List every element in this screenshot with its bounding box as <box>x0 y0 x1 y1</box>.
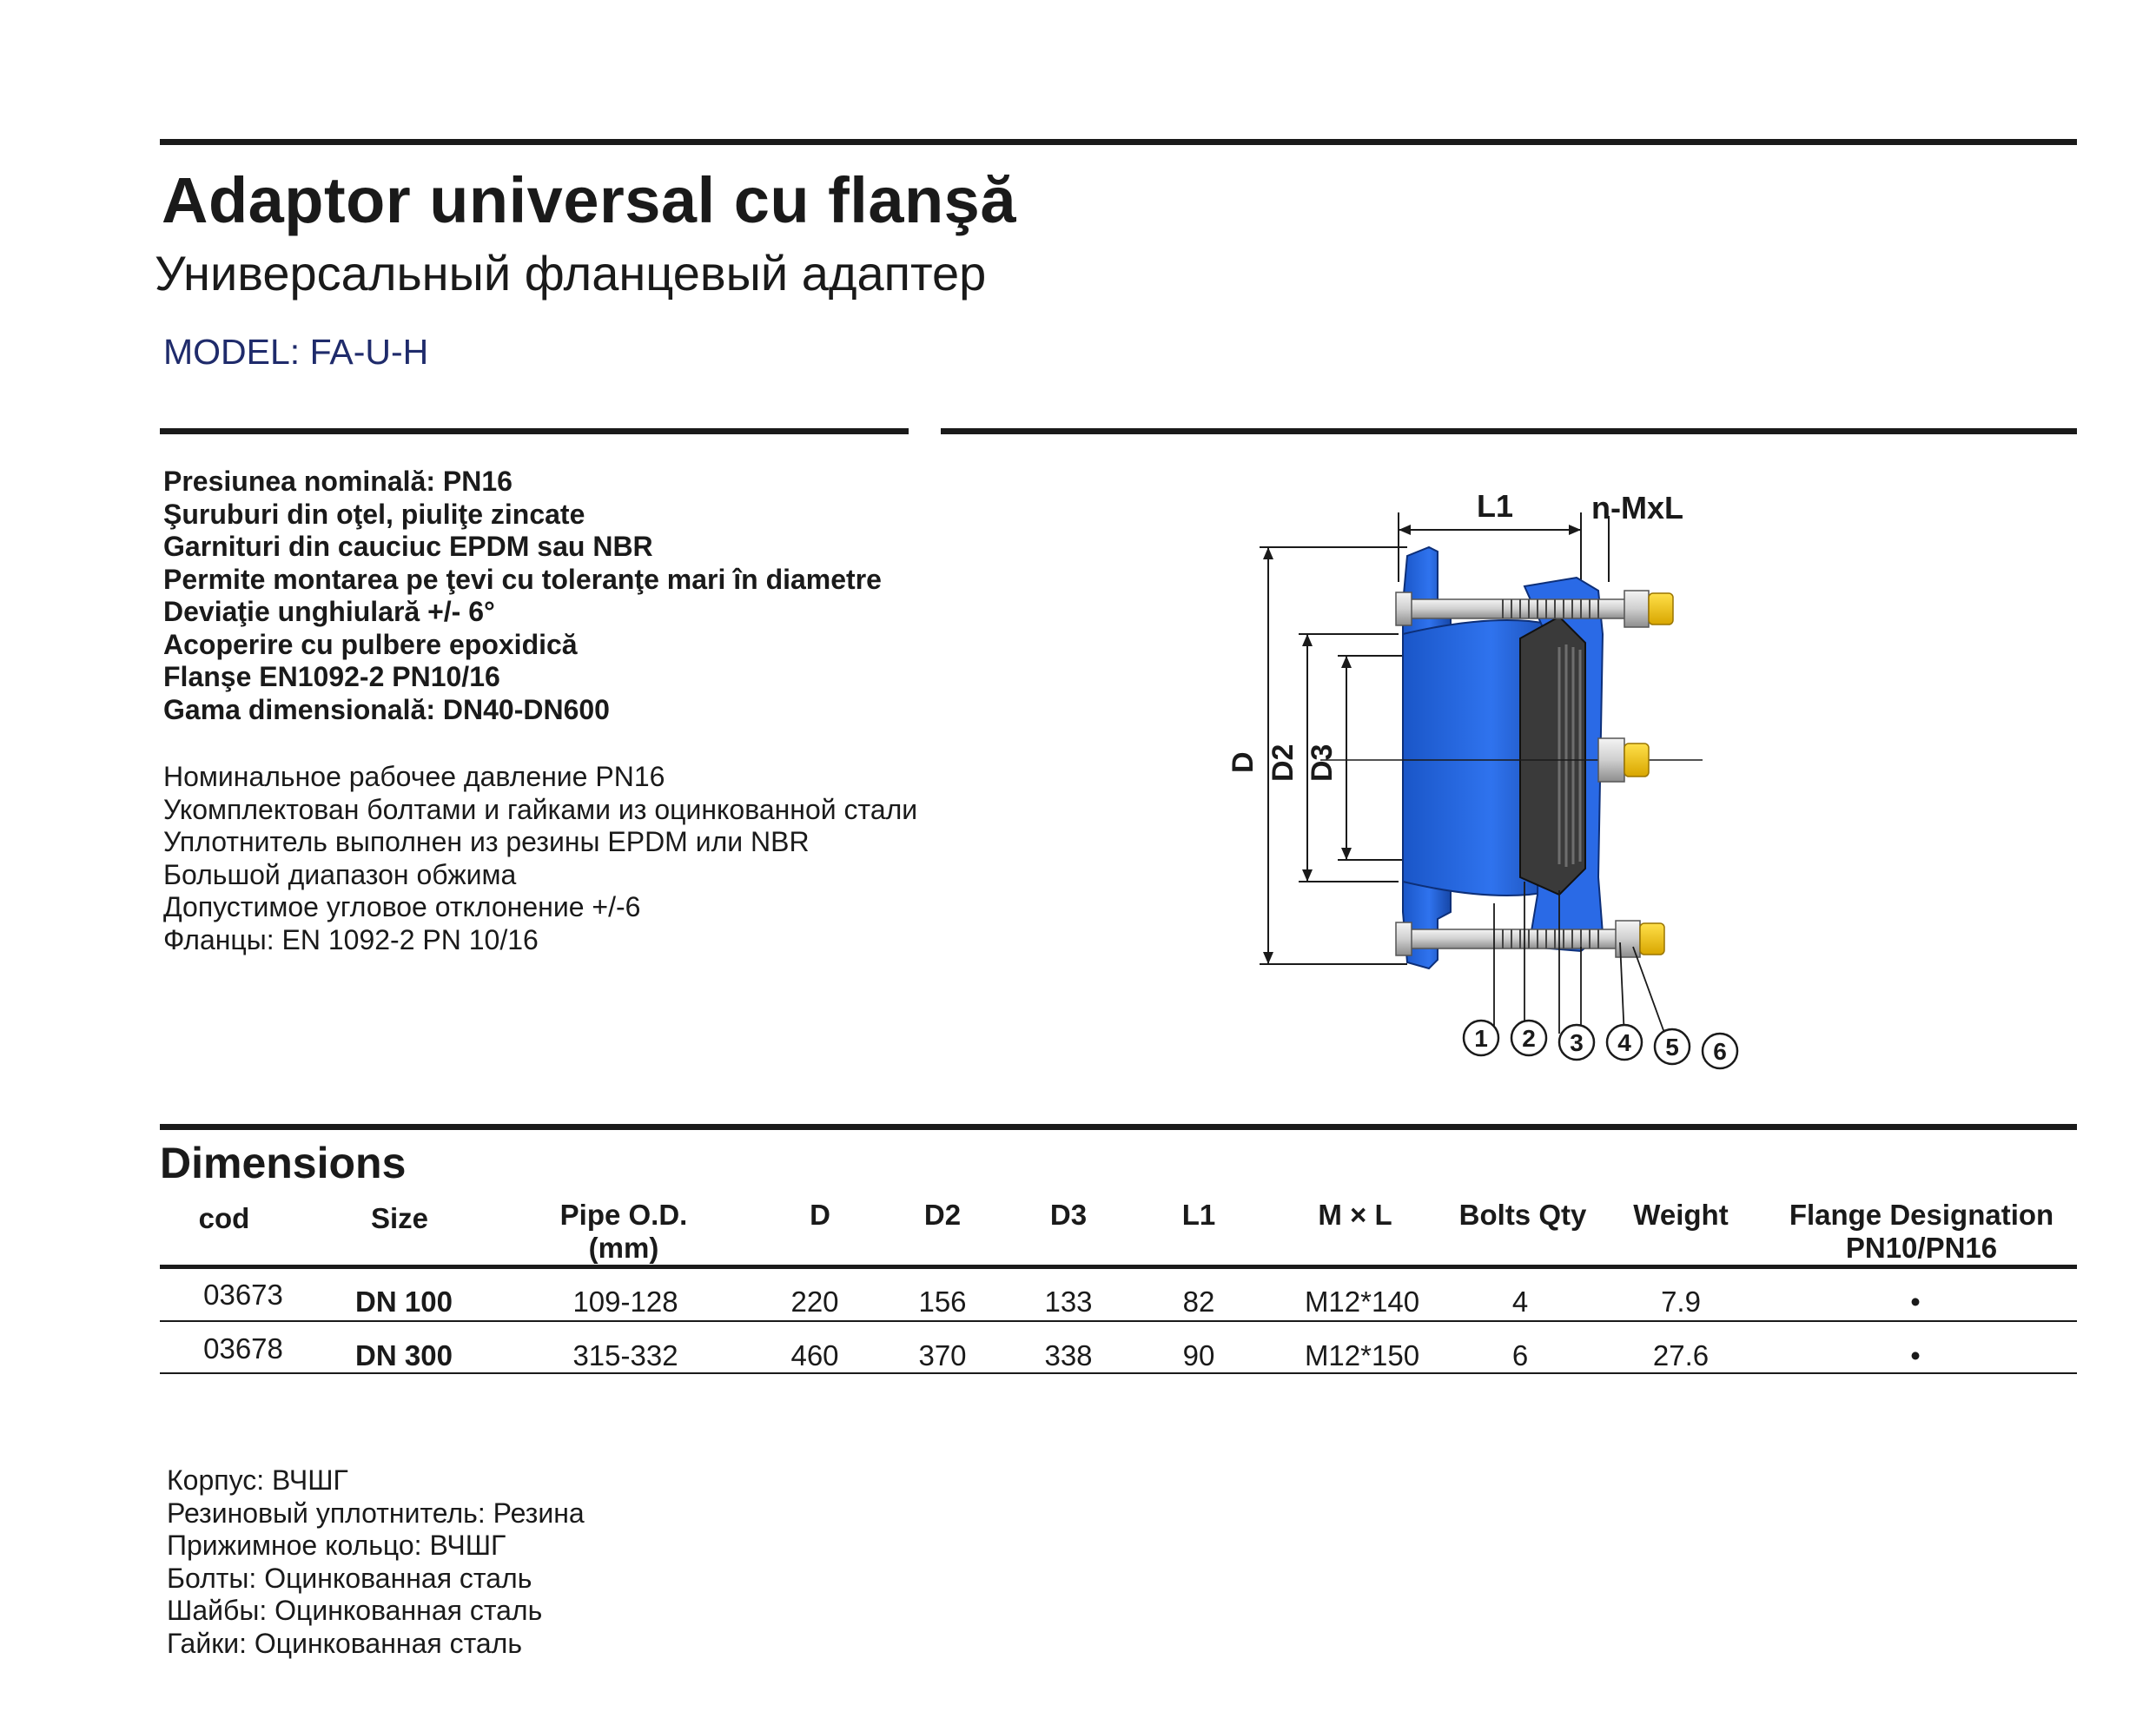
col-header-d3: D3 <box>1049 1199 1088 1231</box>
table-header-rule <box>160 1265 2077 1269</box>
material-item: Гайки: Оцинкованная сталь <box>167 1627 523 1659</box>
col-header-pipe-od: Pipe O.D.(mm) <box>559 1199 688 1264</box>
col-header-mxl: M × L <box>1318 1199 1392 1231</box>
feature-ro: Flanşe EN1092-2 PN10/16 <box>163 661 500 692</box>
material-item: Шайбы: Оцинкованная сталь <box>167 1595 543 1626</box>
feature-ru: Уплотнитель выполнен из резины EPDM или … <box>163 826 810 857</box>
cell-pipe-od: 315-332 <box>572 1339 678 1371</box>
cell-d3: 338 <box>1044 1339 1093 1371</box>
page-title: Adaptor universal cu flanşă <box>162 164 1016 236</box>
callout-3: 3 <box>1570 1029 1584 1056</box>
cell-mxl: M12*150 <box>1304 1339 1420 1371</box>
cell-weight: 7.9 <box>1661 1285 1701 1318</box>
col-header-size: Size <box>370 1202 429 1234</box>
model-label: MODEL: FA-U-H <box>163 332 429 372</box>
cell-weight: 27.6 <box>1652 1339 1710 1371</box>
cell-size: DN 100 <box>355 1285 453 1318</box>
feature-ru: Фланцы: EN 1092-2 PN 10/16 <box>163 923 539 955</box>
cell-d2: 370 <box>918 1339 967 1371</box>
cell-mxl: M12*140 <box>1304 1285 1420 1318</box>
cell-flange: • <box>1910 1285 1921 1318</box>
cell-cod: 03673 <box>203 1279 283 1311</box>
callout-4: 4 <box>1617 1029 1631 1056</box>
col-header-bolts: Bolts Qty <box>1458 1199 1587 1231</box>
feature-ro: Deviaţie unghiulară +/- 6° <box>163 596 495 627</box>
material-item: Резиновый уплотнитель: Резина <box>167 1497 585 1529</box>
cell-cod: 03678 <box>203 1332 283 1365</box>
cell-d: 460 <box>790 1339 839 1371</box>
cell-d3: 133 <box>1044 1285 1093 1318</box>
callout-1: 1 <box>1474 1025 1488 1052</box>
page-subtitle: Универсальный фланцевый адаптер <box>155 246 987 301</box>
label-d: D <box>1227 751 1260 773</box>
col-header-d2: D2 <box>923 1199 962 1231</box>
dimensions-title: Dimensions <box>160 1139 407 1187</box>
cell-size: DN 300 <box>355 1339 453 1371</box>
cell-l1: 82 <box>1182 1285 1215 1318</box>
dimensions-rule <box>160 1124 2077 1130</box>
material-item: Корпус: ВЧШГ <box>167 1464 348 1496</box>
feature-ru: Большой диапазон обжима <box>163 858 517 890</box>
feature-ru: Номинальное рабочее давление PN16 <box>163 761 665 792</box>
callout-6: 6 <box>1713 1038 1727 1065</box>
feature-ro: Presiunea nominală: PN16 <box>163 466 513 497</box>
top-rule <box>160 139 2077 145</box>
feature-ro: Şuruburi din oţel, piuliţe zincate <box>163 498 585 530</box>
cell-flange: • <box>1910 1339 1921 1371</box>
label-l1: L1 <box>1477 488 1513 524</box>
cell-bolts: 6 <box>1511 1339 1529 1371</box>
materials-list: Корпус: ВЧШГ Резиновый уплотнитель: Рези… <box>167 1464 585 1660</box>
features-ru-list: Номинальное рабочее давление PN16 Укомпл… <box>163 761 917 956</box>
feature-ru: Укомплектован болтами и гайками из оцинк… <box>163 793 918 825</box>
table-bottom-rule <box>160 1372 2077 1374</box>
material-item: Прижимное кольцо: ВЧШГ <box>167 1530 506 1561</box>
features-ro-list: Presiunea nominală: PN16 Şuruburi din oţ… <box>163 466 882 726</box>
cell-d2: 156 <box>918 1285 967 1318</box>
cell-bolts: 4 <box>1511 1285 1529 1318</box>
section-rule-right <box>941 428 2077 434</box>
table-row-rule <box>160 1320 2077 1322</box>
label-n-mxl: n-MxL <box>1591 490 1683 525</box>
feature-ro: Acoperire cu pulbere epoxidică <box>163 628 578 660</box>
col-header-weight: Weight <box>1633 1199 1729 1231</box>
callout-2: 2 <box>1522 1025 1536 1052</box>
label-d3: D3 <box>1306 744 1339 782</box>
col-header-cod: cod <box>198 1202 250 1234</box>
col-header-l1: L1 <box>1181 1199 1216 1231</box>
material-item: Болты: Оцинкованная сталь <box>167 1562 532 1594</box>
section-rule-left <box>160 428 909 434</box>
label-d2: D2 <box>1266 744 1300 782</box>
callout-5: 5 <box>1665 1034 1679 1061</box>
feature-ro: Garnituri din cauciuc EPDM sau NBR <box>163 531 653 562</box>
col-header-d: D <box>810 1199 830 1231</box>
cell-d: 220 <box>790 1285 839 1318</box>
feature-ru: Допустимое угловое отклонение +/-6 <box>163 891 641 922</box>
feature-ro: Permite montarea pe ţevi cu toleranţe ma… <box>163 563 882 595</box>
adapter-technical-drawing: L1 n-MxL D D2 D3 1 2 3 4 5 6 <box>1227 488 1739 1070</box>
cell-pipe-od: 109-128 <box>572 1285 678 1318</box>
cell-l1: 90 <box>1182 1339 1215 1371</box>
feature-ro: Gama dimensională: DN40-DN600 <box>163 693 610 725</box>
